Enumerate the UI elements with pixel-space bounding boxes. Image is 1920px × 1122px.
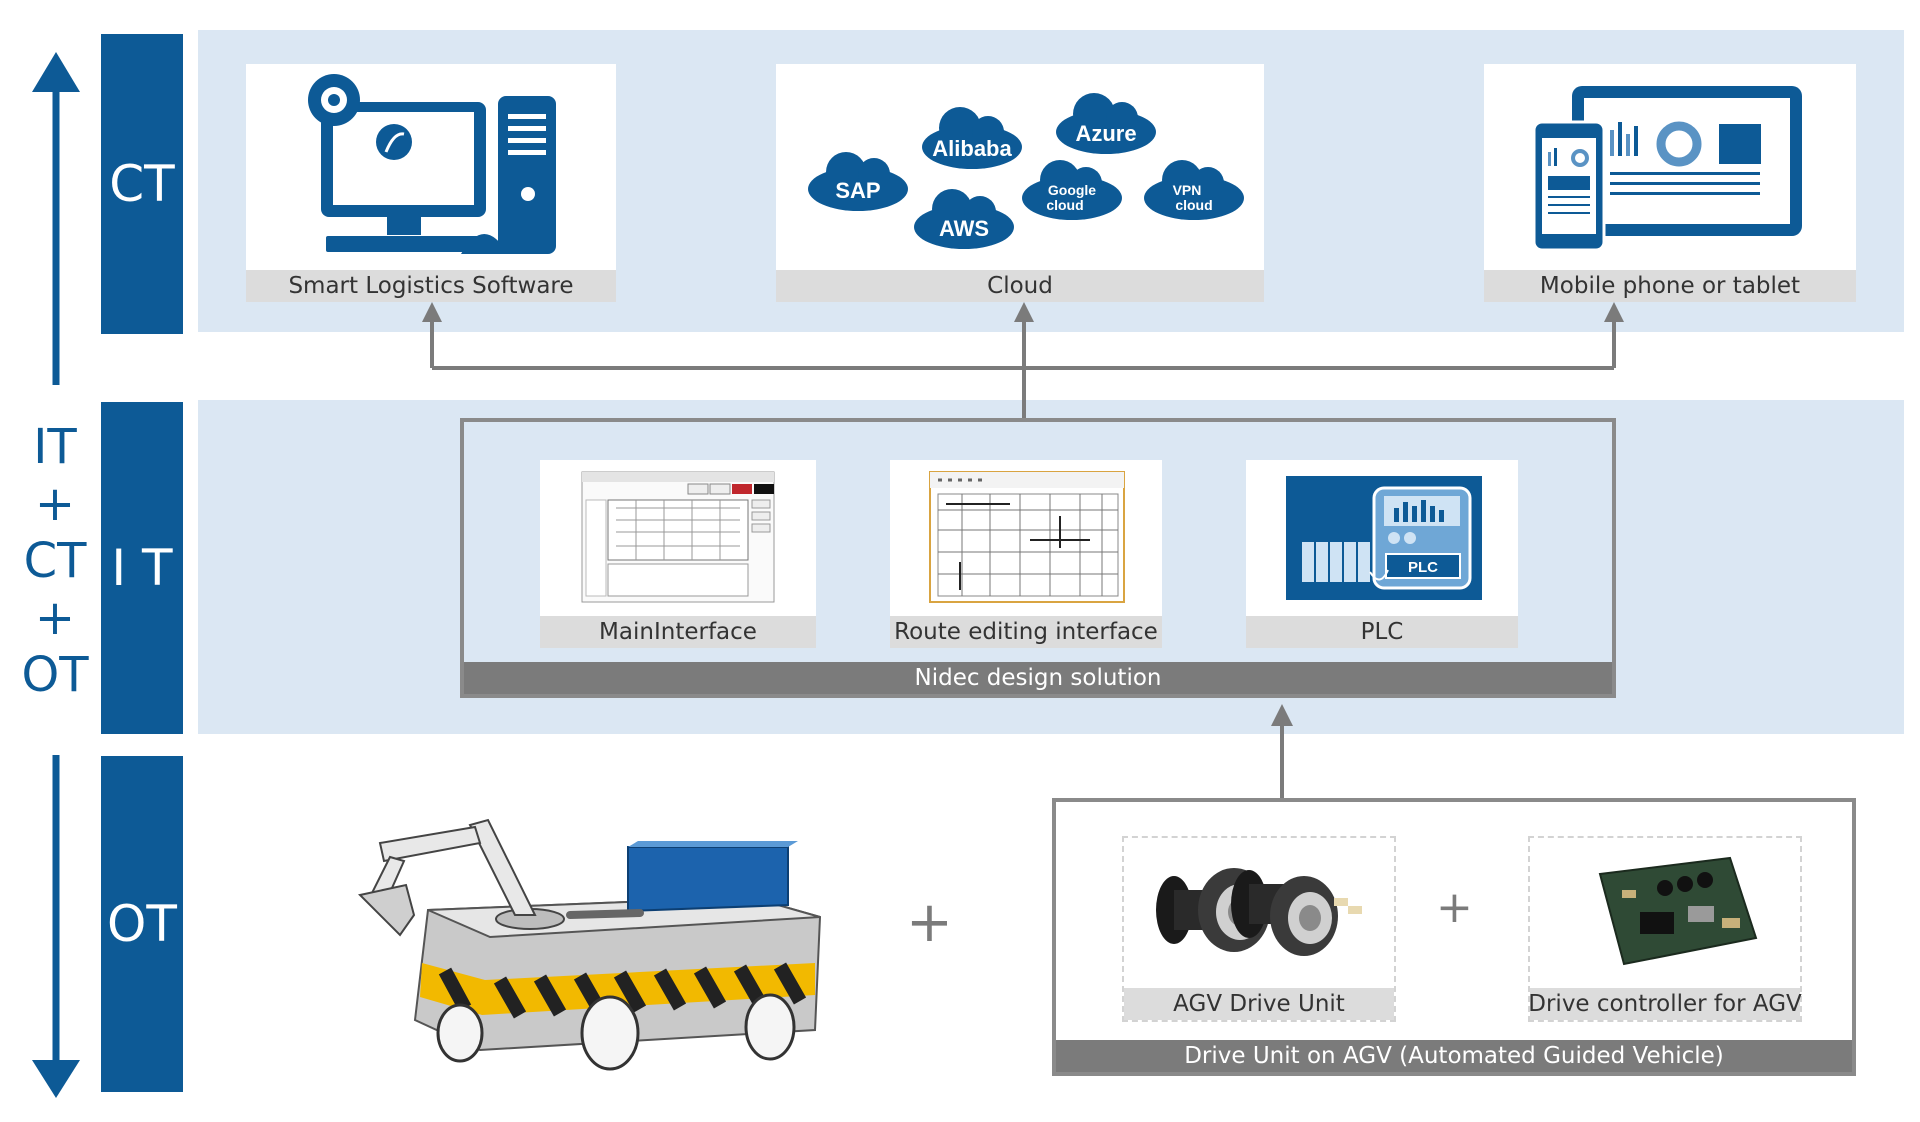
cloud-label-alibaba: Alibaba — [932, 136, 1012, 161]
drive-unit-plus-sign: + — [1436, 882, 1473, 933]
main-interface-caption: MainInterface — [540, 616, 816, 648]
arrow-head-it — [1271, 704, 1293, 726]
plc-icon: PLC — [1286, 476, 1482, 600]
arrow-head-mobile — [1604, 302, 1624, 322]
cloud-label-aws: AWS — [939, 216, 989, 241]
drive-controller-photo — [1598, 856, 1758, 966]
plc-card: PLC PLC — [1246, 460, 1518, 648]
arrow-head-cloud — [1014, 302, 1034, 322]
vertical-arrow — [32, 52, 80, 1098]
smart-logistics-caption: Smart Logistics Software — [246, 270, 616, 302]
computer-icon — [308, 74, 556, 254]
route-editing-caption: Route editing interface — [890, 616, 1162, 648]
agv-drive-unit-caption: AGV Drive Unit — [1124, 988, 1394, 1020]
mobile-tablet-card: Mobile phone or tablet — [1484, 64, 1856, 302]
cloud-label-vpn: VPN — [1173, 182, 1202, 198]
nidec-design-solution-frame: MainInterface Route editing interface — [460, 418, 1616, 698]
agv-drive-unit-card: AGV Drive Unit — [1122, 836, 1396, 1022]
cloud-label-google: Google — [1048, 182, 1096, 198]
cloud-caption: Cloud — [776, 270, 1264, 302]
nidec-design-solution-title: Nidec design solution — [464, 662, 1612, 694]
ot-plus-sign: + — [906, 890, 953, 955]
azure-cloud-icon: Azure — [1056, 93, 1156, 154]
side-label-ct: CT — [23, 533, 87, 589]
smart-logistics-card: Smart Logistics Software — [246, 64, 616, 302]
cloud-card: SAP Alibaba Azure AWS Google cloud VPN c… — [776, 64, 1264, 302]
arrow-head-software — [422, 302, 442, 322]
sap-cloud-icon: SAP — [808, 152, 908, 211]
mobile-tablet-caption: Mobile phone or tablet — [1484, 270, 1856, 302]
side-label-plus-2: + — [34, 590, 76, 646]
main-interface-screenshot — [581, 471, 775, 603]
ot-layer-label: OT — [101, 756, 183, 1092]
tablet-phone-icon — [1532, 86, 1802, 252]
route-editing-screenshot — [929, 471, 1125, 603]
alibaba-cloud-icon: Alibaba — [922, 107, 1022, 169]
plc-caption: PLC — [1246, 616, 1518, 648]
plc-screen-label: PLC — [1408, 559, 1438, 576]
cloud-label-vpn-cloud: cloud — [1175, 197, 1212, 213]
drive-unit-frame: AGV Drive Unit + Drive controller for AG… — [1052, 798, 1856, 1076]
cloud-label-azure: Azure — [1075, 121, 1136, 146]
side-label-plus-1: + — [34, 476, 76, 532]
cloud-label-sap: SAP — [835, 178, 880, 203]
vpn-cloud-icon: VPN cloud — [1144, 160, 1244, 220]
agv-robot-illustration — [357, 818, 822, 1071]
cloud-providers-icon: SAP Alibaba Azure AWS Google cloud VPN c… — [808, 93, 1244, 249]
aws-cloud-icon: AWS — [914, 189, 1014, 249]
drive-unit-photo — [1156, 868, 1362, 956]
google-cloud-icon: Google cloud — [1022, 160, 1122, 220]
drive-unit-frame-title: Drive Unit on AGV (Automated Guided Vehi… — [1056, 1040, 1852, 1072]
route-editing-card: Route editing interface — [890, 460, 1162, 648]
drive-controller-card: Drive controller for AGV — [1528, 836, 1802, 1022]
side-label-ot: OT — [21, 647, 89, 703]
drive-controller-caption: Drive controller for AGV — [1528, 988, 1802, 1020]
it-layer-label: I T — [101, 402, 183, 734]
ct-layer-label: CT — [101, 34, 183, 334]
it-to-ct-connector — [430, 318, 1616, 418]
cloud-label-google-cloud: cloud — [1046, 197, 1083, 213]
side-label-it: IT — [33, 419, 77, 475]
main-interface-card: MainInterface — [540, 460, 816, 648]
it-ct-ot-side-label: IT + CT + OT — [5, 418, 105, 704]
